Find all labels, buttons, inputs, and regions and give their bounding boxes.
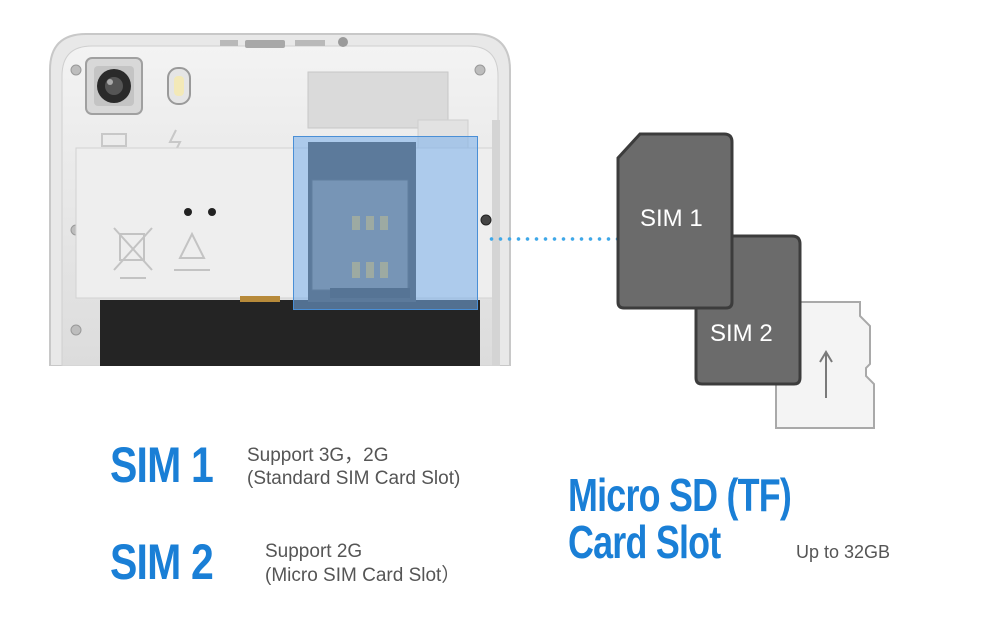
sim1-card: [616, 132, 734, 310]
sd-capacity: Up to 32GB: [796, 542, 891, 562]
sim2-card-label: SIM 2: [710, 320, 773, 347]
sim1-slot-type: (Standard SIM Card Slot): [247, 468, 461, 489]
recycle-icon: [174, 231, 210, 271]
sim1-title: SIM 1: [110, 437, 214, 493]
arrow-up-icon: [819, 350, 833, 398]
camera-icon: [85, 57, 143, 115]
sim2-slot-type: (Micro SIM Card Slot）: [265, 565, 461, 586]
sim2-title: SIM 2: [110, 534, 214, 590]
no-trash-icon: [113, 227, 153, 279]
sim1-support: Support 3G，2G: [247, 445, 389, 466]
sim-slot-highlight: [293, 136, 478, 310]
flash-icon: [167, 67, 191, 105]
sim1-card-label: SIM 1: [640, 205, 703, 232]
sd-title-line2: Card Slot: [568, 516, 721, 568]
sim2-support: Support 2G: [265, 541, 363, 562]
dotted-connector: [487, 237, 619, 241]
card-illustrations: [616, 132, 875, 429]
sd-title-line1: Micro SD (TF): [568, 469, 792, 521]
